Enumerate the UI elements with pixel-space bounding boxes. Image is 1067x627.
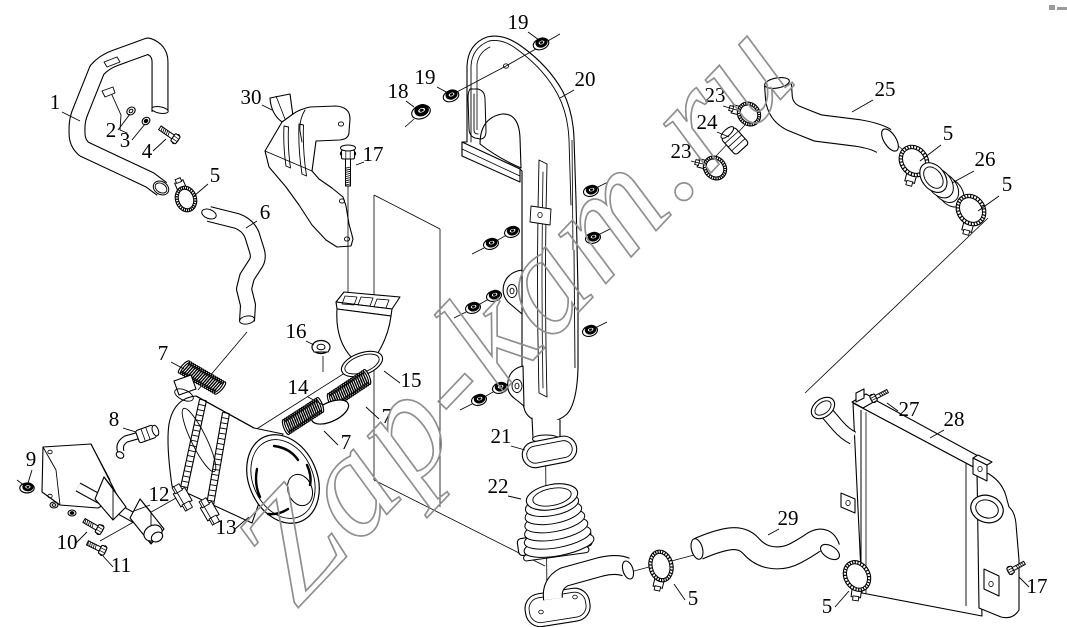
svg-text:23: 23 [705,83,726,107]
svg-text:19: 19 [508,10,529,34]
svg-text:16: 16 [286,319,307,343]
svg-text:25: 25 [875,77,896,101]
svg-text:15: 15 [401,368,422,392]
svg-text:7: 7 [341,430,352,454]
svg-text:14: 14 [288,375,310,399]
svg-text:28: 28 [944,407,965,431]
svg-text:5: 5 [688,586,699,610]
svg-text:27: 27 [899,397,920,421]
svg-text:9: 9 [26,447,37,471]
svg-text:6: 6 [260,200,271,224]
svg-text:4: 4 [142,139,153,163]
svg-text:5: 5 [1002,172,1013,196]
svg-text:21: 21 [491,424,512,448]
svg-text:26: 26 [975,147,996,171]
svg-text:8: 8 [109,407,120,431]
svg-text:30: 30 [241,85,262,109]
svg-text:20: 20 [575,67,596,91]
svg-text:12: 12 [149,482,170,506]
svg-text:5: 5 [210,163,221,187]
svg-text:5: 5 [943,121,954,145]
svg-text:10: 10 [57,530,78,554]
svg-text:5: 5 [822,594,833,618]
svg-text:2: 2 [106,118,117,142]
svg-text:29: 29 [778,506,799,530]
svg-text:3: 3 [120,128,131,152]
svg-text:1: 1 [50,90,61,114]
svg-text:22: 22 [488,474,509,498]
svg-text:17: 17 [363,142,384,166]
svg-text:7: 7 [158,341,169,365]
svg-text:23: 23 [671,139,692,163]
svg-text:11: 11 [111,553,131,577]
svg-text:17: 17 [1027,574,1048,598]
svg-text:18: 18 [388,79,409,103]
svg-text:24: 24 [697,110,719,134]
svg-text:13: 13 [216,515,237,539]
svg-text:7: 7 [382,404,393,428]
svg-text:19: 19 [415,65,436,89]
